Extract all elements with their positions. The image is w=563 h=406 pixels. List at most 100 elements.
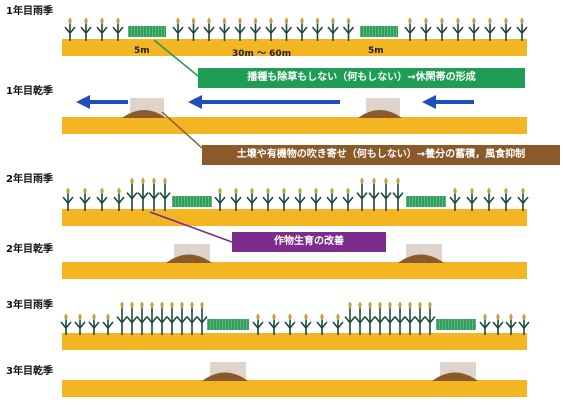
- crop-plant-icon: [187, 18, 200, 41]
- crop-plant-icon: [218, 18, 231, 41]
- crop-plant-icon: [186, 302, 198, 335]
- crop-plant-icon: [342, 18, 355, 41]
- crop-plant-icon: [326, 188, 338, 211]
- crop-plant-icon: [262, 188, 274, 211]
- crop-plant-icon: [517, 188, 529, 211]
- crop-plant-icon: [230, 188, 242, 211]
- crop-plant-icon: [172, 18, 184, 41]
- crop-plant-icon: [356, 178, 368, 211]
- wind-arrow-shaft: [200, 100, 340, 104]
- crop-plant-icon: [126, 178, 138, 211]
- crop-plant-icon: [278, 188, 290, 211]
- crop-plant-icon: [452, 18, 464, 41]
- row-label-year2-dry: 2年目乾季: [6, 244, 53, 255]
- callout-nutrient-accumulation: 土壌や有機物の吹き寄せ（何もしない）→養分の蓄積，風食抑制: [202, 145, 560, 165]
- crop-plant-icon: [60, 314, 72, 335]
- crop-plant-icon: [436, 18, 448, 41]
- crop-plant-icon: [394, 302, 406, 335]
- crop-plant-icon: [176, 302, 188, 335]
- crop-plant-icon: [316, 314, 328, 335]
- field-band-year3-rainy: [62, 333, 527, 350]
- crop-plant-icon: [311, 18, 324, 41]
- crop-plant-icon: [342, 188, 354, 211]
- crop-plant-icon: [505, 314, 517, 335]
- fallow-strip: [128, 26, 166, 37]
- soil-mound: [122, 98, 166, 118]
- fallow-strip: [172, 196, 212, 207]
- crop-plant-icon: [196, 302, 208, 335]
- crop-plant-icon: [102, 314, 114, 335]
- crop-plant-icon: [449, 188, 461, 211]
- crop-plant-icon: [249, 18, 262, 41]
- crop-plant-icon: [246, 188, 258, 211]
- measure-middle: 30m ～ 60m: [232, 49, 292, 59]
- crop-plant-icon: [284, 314, 296, 335]
- crop-plant-icon: [156, 302, 168, 335]
- crop-plant-icon: [148, 178, 160, 211]
- row-label-year1-dry: 1年目乾季: [6, 86, 53, 97]
- crop-plant-icon: [214, 188, 226, 211]
- crop-plant-icon: [479, 314, 491, 335]
- soil-mound: [432, 362, 478, 381]
- crop-plant-icon: [146, 302, 158, 335]
- crop-plant-icon: [252, 314, 264, 335]
- crop-plant-icon: [268, 314, 280, 335]
- crop-plant-icon: [414, 302, 426, 335]
- crop-plant-icon: [404, 302, 416, 335]
- crop-plant-icon: [424, 302, 436, 335]
- crop-plant-icon: [483, 188, 495, 211]
- wind-arrow-icon: [188, 95, 202, 109]
- crop-plant-icon: [327, 18, 339, 41]
- crop-plant-icon: [88, 314, 100, 335]
- row-label-year3-rainy: 3年目雨季: [6, 300, 53, 311]
- fallow-strip: [406, 196, 446, 207]
- crop-plant-icon: [404, 18, 416, 41]
- fallow-strip: [436, 319, 476, 330]
- soil-mound: [358, 98, 402, 118]
- crop-plant-icon: [332, 314, 344, 335]
- row-label-year1-rainy: 1年目雨季: [6, 6, 53, 17]
- crop-plant-icon: [368, 178, 380, 211]
- crop-plant-icon: [112, 18, 124, 41]
- crop-plant-icon: [420, 18, 432, 41]
- crop-plant-icon: [126, 302, 138, 335]
- measure-left: 5m: [134, 46, 150, 56]
- crop-plant-icon: [354, 302, 366, 335]
- field-band-year1-dry: [62, 117, 527, 134]
- crop-plant-icon: [265, 18, 277, 41]
- crop-plant-icon: [374, 302, 386, 335]
- crop-plant-icon: [80, 18, 92, 41]
- crop-plant-icon: [492, 314, 504, 335]
- crop-plant-icon: [280, 18, 293, 41]
- crop-plant-icon: [392, 178, 404, 211]
- crop-plant-icon: [113, 188, 125, 211]
- callout-growth-improvement: 作物生育の改善: [232, 232, 386, 252]
- wind-arrow-icon: [76, 95, 90, 109]
- crop-plant-icon: [137, 178, 149, 211]
- crop-plant-icon: [364, 302, 376, 335]
- soil-mound: [202, 362, 248, 381]
- crop-plant-icon: [62, 188, 74, 211]
- crop-plant-icon: [468, 18, 480, 41]
- measure-right: 5m: [368, 46, 384, 56]
- wind-arrow-shaft: [434, 100, 474, 104]
- crop-plant-icon: [500, 18, 512, 41]
- soil-mound: [398, 244, 444, 263]
- row-label-year3-dry: 3年目乾季: [6, 366, 53, 377]
- crop-plant-icon: [296, 18, 308, 41]
- crop-plant-icon: [79, 188, 91, 211]
- crop-plant-icon: [166, 302, 178, 335]
- crop-plant-icon: [484, 18, 496, 41]
- crop-plant-icon: [344, 302, 356, 335]
- crop-plant-icon: [466, 188, 478, 211]
- crop-plant-icon: [234, 18, 246, 41]
- crop-plant-icon: [300, 314, 312, 335]
- crop-plant-icon: [384, 302, 396, 335]
- soil-mound: [166, 244, 212, 263]
- crop-plant-icon: [203, 18, 215, 41]
- crop-plant-icon: [64, 18, 76, 41]
- wind-arrow-icon: [422, 95, 436, 109]
